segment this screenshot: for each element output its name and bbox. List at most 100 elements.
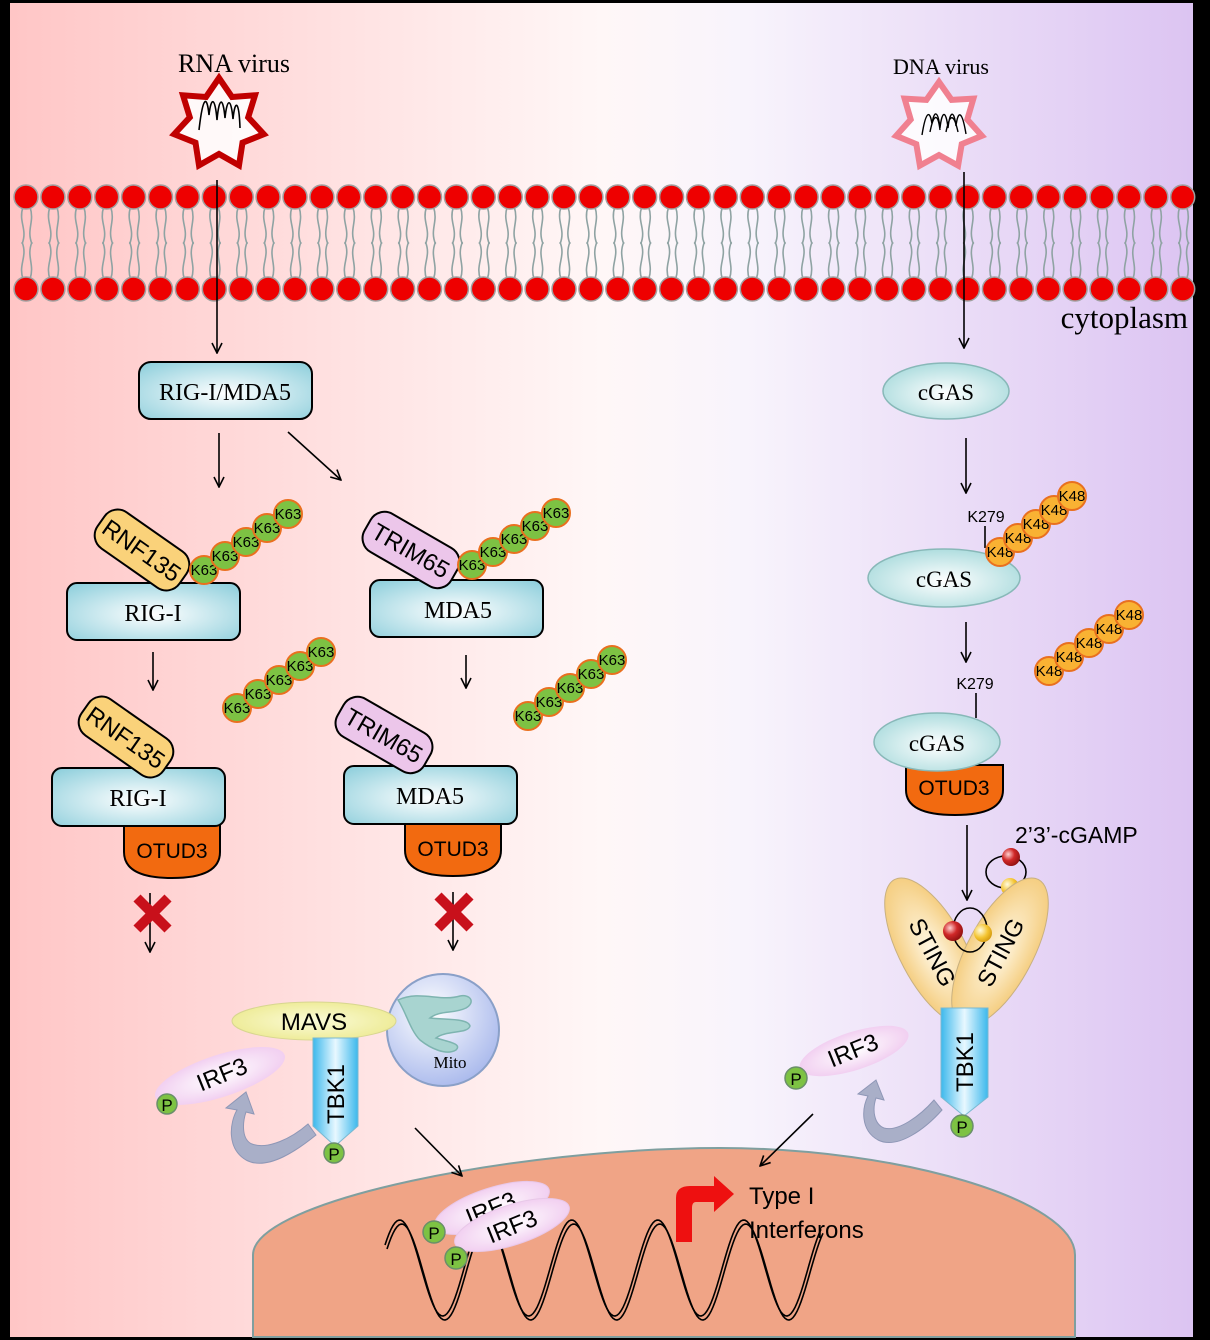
rig-i-label: RIG-I — [124, 601, 181, 627]
lipid-head — [362, 276, 389, 302]
cytoplasm-label: cytoplasm — [1061, 300, 1188, 335]
phosphorylation-arrow-right — [856, 1079, 943, 1143]
lipid-head — [40, 184, 66, 210]
svg-text:P: P — [328, 1145, 339, 1164]
lipid-head — [874, 184, 900, 210]
lipid-head — [470, 184, 497, 210]
k63-ubiquitin: K63 — [210, 541, 240, 571]
lipid-head — [981, 276, 1008, 302]
lipid-head — [93, 184, 120, 210]
lipid-head — [685, 276, 712, 302]
lipid-head — [900, 276, 927, 302]
block-x-icon-rig-i — [133, 894, 172, 933]
k63-ubiquitin: K63 — [231, 527, 261, 557]
lipid-head — [551, 276, 577, 302]
lipid-head — [1008, 184, 1035, 210]
svg-text:K48: K48 — [987, 544, 1014, 561]
lipid-head — [739, 184, 766, 210]
lipid-head — [981, 184, 1008, 210]
lipid-head — [67, 276, 93, 302]
svg-text:K48: K48 — [1041, 502, 1068, 519]
k63-ubiquitin: K63 — [499, 524, 529, 554]
arrow-to-mda5 — [287, 431, 341, 480]
lipid-head — [847, 184, 873, 210]
lipid-head — [13, 276, 39, 302]
svg-text:MDA5: MDA5 — [396, 784, 464, 810]
dna-double-helix — [384, 1219, 824, 1321]
svg-text:P: P — [161, 1096, 172, 1115]
lipid-head — [147, 184, 174, 210]
k63-ubiquitin: K63 — [189, 555, 219, 585]
cgas-otud3-complex: OTUD3 cGAS — [873, 712, 1004, 817]
svg-text:K63: K63 — [557, 680, 584, 697]
lipid-head — [524, 184, 550, 210]
lipid-head — [1062, 184, 1088, 210]
svg-text:K63: K63 — [308, 644, 335, 661]
svg-text:K63: K63 — [245, 686, 272, 703]
mavs-label: MAVS — [281, 1009, 347, 1036]
svg-text:K63: K63 — [212, 548, 239, 565]
lipid-head — [255, 276, 281, 302]
k63-ubiquitin: K63 — [273, 499, 303, 529]
svg-text:K48: K48 — [1116, 607, 1143, 624]
lipid-head — [1116, 276, 1142, 302]
irf3-left: IRF3 — [155, 1047, 285, 1105]
lipid-head — [93, 276, 120, 302]
svg-text:K63: K63 — [543, 505, 570, 522]
otud3-mda5 — [404, 823, 502, 878]
lipid-head — [1035, 184, 1061, 210]
lipid-head — [766, 276, 792, 302]
lipid-head — [497, 276, 523, 302]
svg-text:K63: K63 — [275, 506, 302, 523]
lipid-head — [1089, 184, 1115, 210]
lipid-head — [120, 276, 147, 302]
svg-text:P: P — [428, 1224, 439, 1243]
svg-text:cGAS: cGAS — [916, 567, 972, 592]
lipid-head — [631, 276, 658, 302]
rig-mda5-label: RIG-I/MDA5 — [159, 380, 291, 406]
mda5-box — [369, 579, 544, 638]
dna-virus-icon — [891, 76, 987, 171]
lipid-head — [820, 276, 846, 302]
svg-text:K63: K63 — [599, 652, 626, 669]
svg-text:K63: K63 — [515, 708, 542, 725]
phospho-tbk1-left: P — [323, 1142, 345, 1164]
k48-ubiquitin: K48 — [1074, 628, 1104, 658]
k63-ubiquitin: K63 — [520, 511, 550, 541]
svg-text:K63: K63 — [459, 557, 486, 574]
lipid-head — [1062, 276, 1088, 302]
k48-ubiquitin: K48 — [1114, 600, 1144, 630]
lipid-head — [685, 184, 712, 210]
lipid-head — [578, 276, 604, 302]
lipid-head — [443, 276, 470, 302]
lipid-head — [362, 184, 389, 210]
lipid-head — [524, 276, 550, 302]
phospho-tbk1-right: P — [950, 1114, 974, 1138]
lipid-head — [766, 184, 792, 210]
tbk1-right: TBK1 — [940, 1007, 989, 1117]
lipid-head — [1008, 276, 1035, 302]
arrow-left-to-nucleus — [414, 1127, 462, 1176]
type-i-label: Type I — [749, 1183, 814, 1210]
svg-text:K48: K48 — [1056, 649, 1083, 666]
mda5-box-2 — [343, 765, 518, 825]
cgas-2: cGAS — [867, 548, 1021, 608]
lipid-head — [551, 184, 577, 210]
lipid-head — [389, 184, 416, 210]
svg-text:cGAS: cGAS — [918, 380, 974, 405]
k63-ubiquitin: K63 — [264, 665, 294, 695]
svg-text:K48: K48 — [1005, 530, 1032, 547]
svg-text:K48: K48 — [1023, 516, 1050, 533]
svg-text:K63: K63 — [224, 700, 251, 717]
svg-text:OTUD3: OTUD3 — [136, 840, 207, 863]
lipid-head — [954, 184, 981, 210]
cgamp-molecule-bound — [943, 907, 992, 953]
lipid-head — [847, 276, 873, 302]
lipid-head — [874, 276, 900, 302]
k48-ubiquitin: K48 — [1057, 481, 1087, 511]
